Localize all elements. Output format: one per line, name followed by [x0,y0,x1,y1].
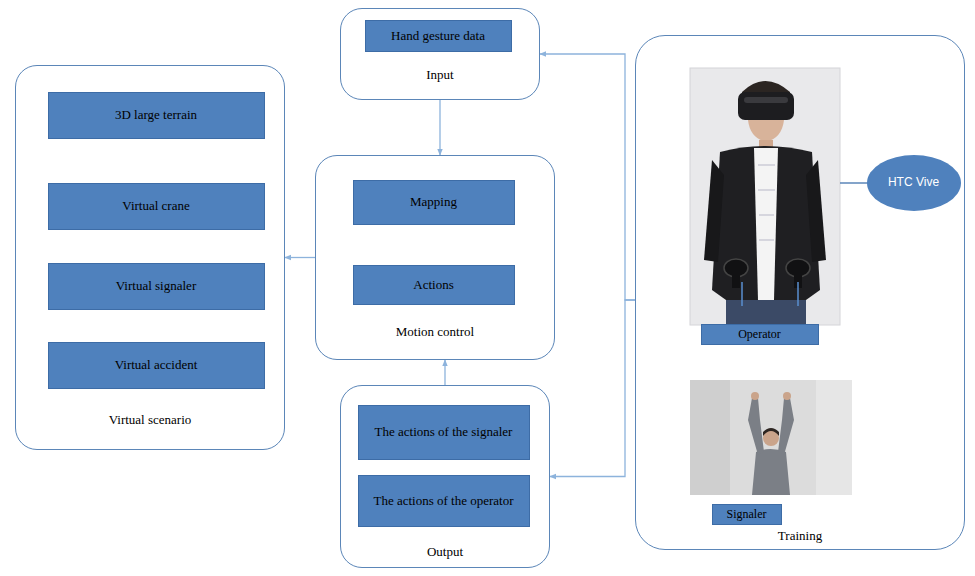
flow-arrow [285,257,315,258]
leader-line [840,182,868,184]
motion-box: Actions [353,265,515,305]
signaler-photo [690,380,852,495]
node-label: 3D large terrain [115,107,197,123]
scenario-group: Virtual scenario 3D large terrainVirtual … [15,65,285,450]
node-label: Operator [738,327,781,341]
flow-arrow [444,360,445,385]
scenario-box: Virtual signaler [48,263,265,310]
training-group: Training OperatorSignaler HTC Vive [635,35,965,550]
device-ellipse: HTC Vive [867,155,961,211]
group-label: Virtual scenario [16,412,284,428]
node-label: The actions of the operator [373,493,513,509]
operator-photo [690,68,840,325]
output-box: The actions of the signaler [358,405,530,460]
flow-arrow [439,100,440,155]
scenario-box: Virtual accident [48,342,265,389]
flow-arrow [550,300,635,477]
group-label: Output [341,544,549,560]
node-label: Virtual accident [115,357,198,373]
node-label: Signaler [727,507,767,521]
node-label: Virtual signaler [116,278,196,294]
role-label: Operator [701,324,819,345]
group-label: Training [636,528,964,544]
group-label: Input [341,67,539,83]
input-group: Input Hand gesture data [340,8,540,100]
node-label: Actions [413,277,453,293]
node-label: Mapping [410,194,457,210]
role-label: Signaler [712,504,782,525]
motion-box: Mapping [353,180,515,225]
node-label: Virtual crane [122,198,189,214]
input-box: Hand gesture data [365,20,512,52]
motion-group: Motion control MappingActions [315,155,555,360]
node-label: Hand gesture data [391,28,485,44]
group-label: Motion control [316,324,554,340]
scenario-box: 3D large terrain [48,92,265,139]
scenario-box: Virtual crane [48,183,265,230]
output-box: The actions of the operator [358,475,530,527]
node-label: HTC Vive [888,175,939,189]
node-label: The actions of the signaler [375,424,513,440]
output-group: Output The actions of the signalerThe act… [340,385,550,568]
